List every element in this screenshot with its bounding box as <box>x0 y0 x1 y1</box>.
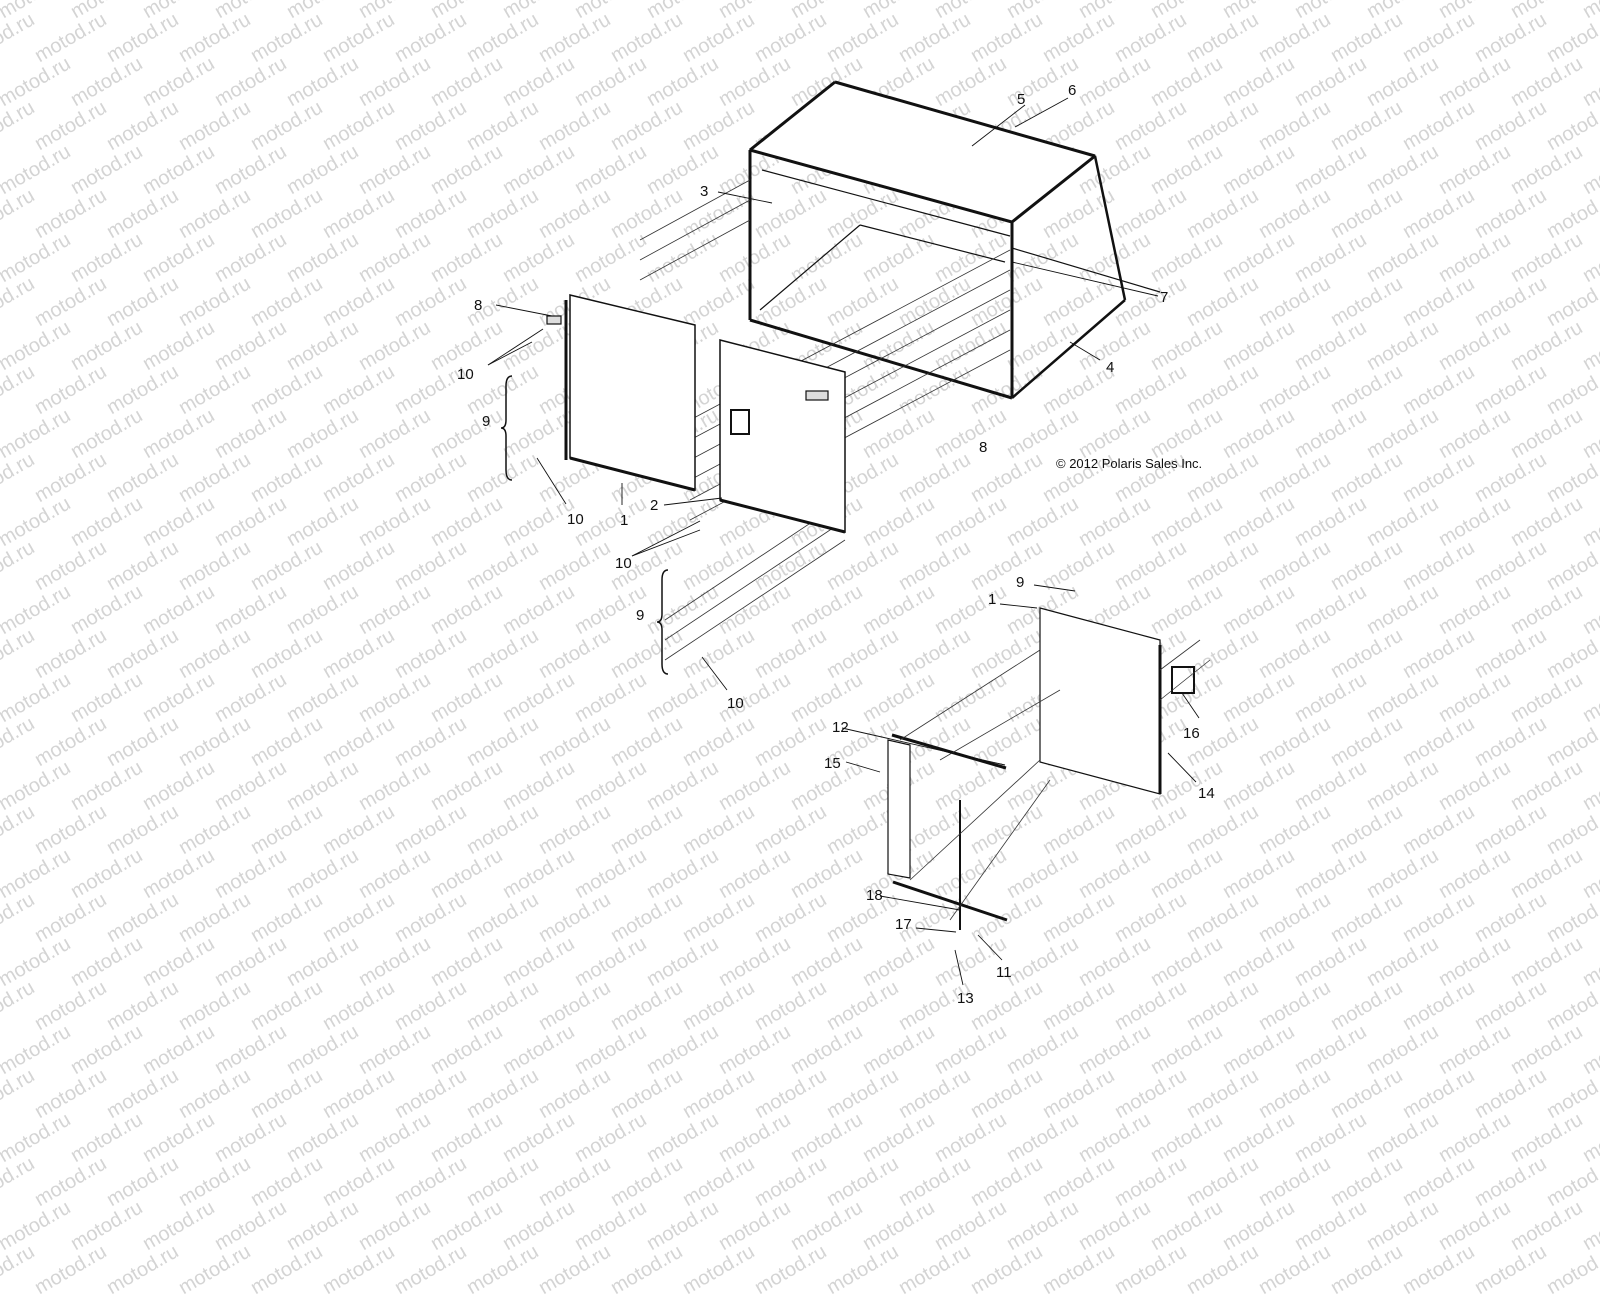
watermark-text: motod.ru <box>175 1240 255 1300</box>
watermark-text: motod.ru <box>391 1240 471 1300</box>
callout-8: 8 <box>979 439 988 456</box>
watermark-text: motod.ru <box>679 1240 759 1300</box>
watermark-text: motod.ru <box>607 1240 687 1300</box>
watermark-text: motod.ru <box>67 1196 147 1256</box>
callout-8: 8 <box>474 297 483 314</box>
watermark-text: motod.ru <box>1039 1240 1119 1300</box>
callout-16: 16 <box>1183 725 1200 742</box>
callout-7: 7 <box>1160 289 1169 306</box>
watermark-text: motod.ru <box>355 1196 435 1256</box>
callout-17: 17 <box>895 916 912 933</box>
watermark-text: motod.ru <box>1219 1196 1299 1256</box>
callout-14: 14 <box>1198 785 1215 802</box>
exploded-parts-diagram <box>487 80 1211 986</box>
callout-5: 5 <box>1017 91 1026 108</box>
watermark-text: motod.ru <box>1579 1196 1600 1256</box>
watermark-text: motod.ru <box>823 1240 903 1300</box>
callout-18: 18 <box>866 887 883 904</box>
watermark-text: motod.ru <box>247 1240 327 1300</box>
watermark-text: motod.ru <box>499 1196 579 1256</box>
watermark-text: motod.ru <box>31 1240 111 1300</box>
watermark-text: motod.ru <box>283 1196 363 1256</box>
watermark-text: motod.ru <box>1399 1240 1479 1300</box>
callout-10: 10 <box>567 511 584 528</box>
lower-panel-15 <box>887 739 911 879</box>
part-8-latch <box>546 315 562 325</box>
watermark-text: motod.ru <box>751 1240 831 1300</box>
leader-lines <box>487 97 1200 986</box>
watermark-text: motod.ru <box>0 1196 3 1256</box>
watermark-text: motod.ru <box>967 1240 1047 1300</box>
watermark-text: motod.ru <box>1507 1196 1587 1256</box>
watermark-text: motod.ru <box>463 1240 543 1300</box>
brace-9-lower <box>656 569 669 675</box>
watermark-text: motod.ru <box>535 1240 615 1300</box>
watermark-text: motod.ru <box>1363 1196 1443 1256</box>
watermark-text: motod.ru <box>319 1240 399 1300</box>
callout-1: 1 <box>620 512 629 529</box>
watermark-text: motod.ru <box>427 1196 507 1256</box>
watermark-text: motod.ru <box>859 1196 939 1256</box>
watermark-text: motod.ru <box>139 1196 219 1256</box>
watermark-text: motod.ru <box>1327 1240 1407 1300</box>
callout-9: 9 <box>1016 574 1025 591</box>
panel-1 <box>569 294 696 491</box>
callout-3: 3 <box>700 183 709 200</box>
callout-4: 4 <box>1106 359 1115 376</box>
callout-15: 15 <box>824 755 841 772</box>
lower-panel-1 <box>1039 607 1161 795</box>
callout-6: 6 <box>1068 82 1077 99</box>
watermark-text: motod.ru <box>0 1196 75 1256</box>
watermark-text: motod.ru <box>931 1196 1011 1256</box>
watermark-text: motod.ru <box>715 1196 795 1256</box>
watermark-text: motod.ru <box>0 1240 39 1300</box>
watermark-text: motod.ru <box>1435 1196 1515 1256</box>
watermark-text: motod.ru <box>643 1196 723 1256</box>
watermark-text: motod.ru <box>1147 1196 1227 1256</box>
callout-1: 1 <box>988 591 997 608</box>
watermark-text: motod.ru <box>1003 1196 1083 1256</box>
panel-2-door <box>719 339 846 533</box>
watermark-text: motod.ru <box>1471 1240 1551 1300</box>
watermark-text: motod.ru <box>571 1196 651 1256</box>
box-frame <box>748 80 1161 400</box>
callout-10: 10 <box>615 555 632 572</box>
callout-13: 13 <box>957 990 974 1007</box>
part-16-latch <box>1171 666 1195 694</box>
watermark-text: motod.ru <box>895 1240 975 1300</box>
callout-11: 11 <box>996 964 1012 981</box>
callout-10: 10 <box>727 695 744 712</box>
watermark-text: motod.ru <box>1075 1196 1155 1256</box>
callout-10: 10 <box>457 366 474 383</box>
watermark-text: motod.ru <box>1183 1240 1263 1300</box>
watermark-text: motod.ru <box>211 1196 291 1256</box>
watermark-text: motod.ru <box>787 1196 867 1256</box>
callout-9: 9 <box>636 607 645 624</box>
callout-12: 12 <box>832 719 849 736</box>
callout-9: 9 <box>482 413 491 430</box>
watermark-text: motod.ru <box>103 1240 183 1300</box>
watermark-text: motod.ru <box>1543 1240 1600 1300</box>
watermark-text: motod.ru <box>1111 1240 1191 1300</box>
brace-9-upper <box>500 375 513 481</box>
watermark-text: motod.ru <box>1255 1240 1335 1300</box>
callout-2: 2 <box>650 497 659 514</box>
watermark-text: motod.ru <box>1291 1196 1371 1256</box>
copyright-text: © 2012 Polaris Sales Inc. <box>1056 456 1203 471</box>
